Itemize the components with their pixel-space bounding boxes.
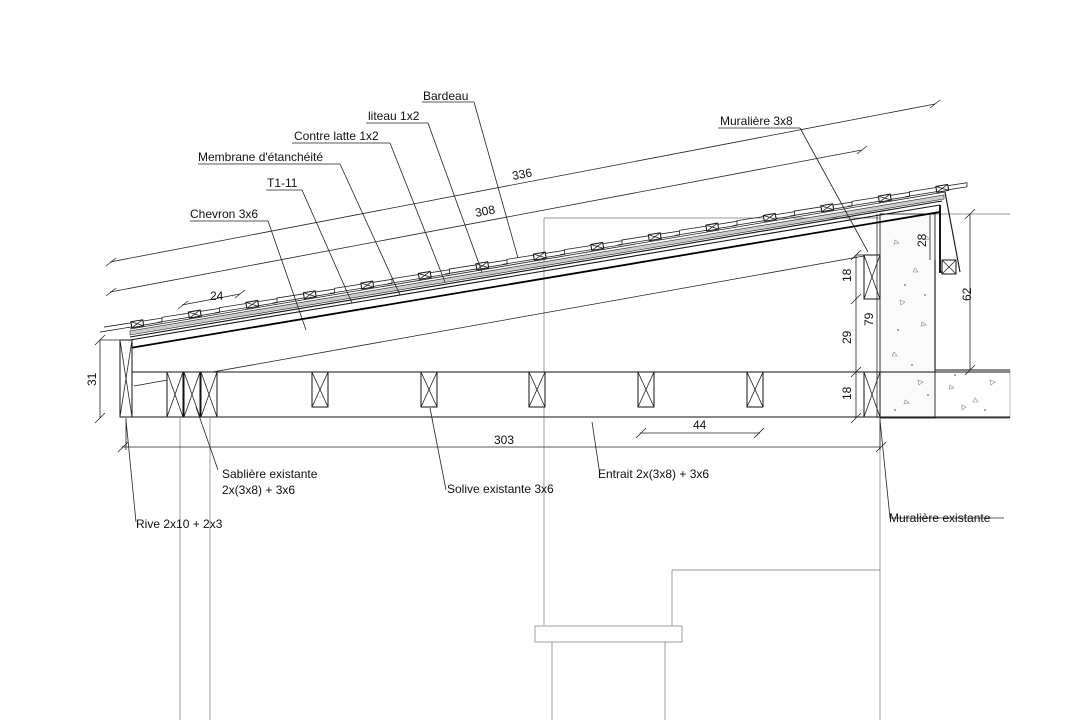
batten bbox=[360, 280, 375, 290]
batten bbox=[302, 290, 317, 300]
batten bbox=[245, 299, 260, 309]
muraliere-3x8 bbox=[863, 254, 881, 300]
dim-336: 336 bbox=[511, 165, 534, 183]
dim-308: 308 bbox=[474, 202, 497, 220]
label-sabliere-2: 2x(3x8) + 3x6 bbox=[222, 483, 295, 497]
batten bbox=[130, 319, 145, 329]
dimension-lines bbox=[94, 99, 976, 453]
roof-assembly bbox=[129, 191, 961, 387]
label-sabliere-1: Sablière existante bbox=[222, 467, 318, 481]
solive-box bbox=[637, 371, 655, 408]
label-entrait: Entrait 2x(3x8) + 3x6 bbox=[598, 467, 709, 481]
existing-building-lines bbox=[179, 213, 1010, 720]
dim-303: 303 bbox=[494, 433, 514, 447]
sabliere-box bbox=[166, 371, 184, 418]
batten bbox=[705, 222, 720, 232]
leader-lines bbox=[125, 101, 1004, 523]
dim-24: 24 bbox=[210, 289, 224, 303]
solive-box-diag2 bbox=[420, 371, 438, 408]
batten bbox=[935, 183, 950, 193]
batten bbox=[532, 251, 547, 261]
batten-diag2 bbox=[764, 213, 776, 222]
battens bbox=[130, 183, 950, 329]
batten bbox=[417, 270, 432, 280]
label-contre-latte: Contre latte 1x2 bbox=[294, 129, 379, 143]
solive-box bbox=[420, 371, 438, 408]
sabliere-boxes bbox=[166, 371, 218, 418]
solive-box-diag2 bbox=[637, 371, 655, 408]
batten-diag2 bbox=[361, 280, 373, 290]
label-liteau: liteau 1x2 bbox=[368, 109, 420, 123]
label-rive: Rive 2x10 + 2x3 bbox=[136, 517, 223, 531]
label-muraliere-3x8: Muralière 3x8 bbox=[720, 114, 793, 128]
solive-box-diag2 bbox=[311, 371, 329, 408]
sabliere-box-diag2 bbox=[166, 371, 184, 418]
batten-diag2 bbox=[419, 271, 431, 280]
dim-18-top: 18 bbox=[840, 268, 854, 282]
sabliere-box bbox=[183, 371, 201, 418]
batten-diag2 bbox=[246, 300, 258, 309]
batten bbox=[820, 203, 835, 213]
solive-box bbox=[746, 371, 764, 408]
batten-diag2 bbox=[706, 222, 718, 232]
batten bbox=[475, 261, 490, 271]
solive-boxes bbox=[311, 371, 764, 408]
batten-diag2 bbox=[591, 242, 603, 251]
masonry-wall bbox=[879, 213, 1011, 419]
dim-79: 79 bbox=[862, 312, 876, 326]
dim-18-bottom: 18 bbox=[840, 386, 854, 400]
batten-diag2 bbox=[304, 290, 316, 300]
solive-box-diag2 bbox=[528, 371, 546, 408]
ceiling-joists bbox=[120, 371, 1010, 418]
batten bbox=[590, 241, 605, 251]
sabliere-box-diag2 bbox=[200, 371, 218, 418]
batten bbox=[762, 212, 777, 222]
muraliere-existante-box bbox=[863, 371, 881, 418]
batten bbox=[647, 232, 662, 242]
label-solive: Solive existante 3x6 bbox=[447, 482, 554, 496]
batten-diag2 bbox=[476, 261, 488, 271]
dim-28: 28 bbox=[915, 233, 929, 247]
solive-box bbox=[528, 371, 546, 408]
batten-diag2 bbox=[936, 184, 948, 193]
label-chevron: Chevron 3x6 bbox=[190, 207, 258, 221]
label-t111: T1-11 bbox=[267, 176, 298, 190]
sabliere-box-diag2 bbox=[183, 371, 201, 418]
batten-diag2 bbox=[131, 319, 143, 329]
batten-diag2 bbox=[879, 193, 891, 203]
solive-box-diag2 bbox=[746, 371, 764, 408]
dim-62: 62 bbox=[960, 287, 974, 301]
rive-member bbox=[119, 339, 133, 418]
batten-diag2 bbox=[821, 203, 833, 213]
eave-small-box bbox=[941, 259, 957, 275]
label-membrane: Membrane d'étanchéité bbox=[198, 150, 323, 164]
dim-44: 44 bbox=[693, 418, 707, 432]
solive-box bbox=[311, 371, 329, 408]
label-muraliere-existante: Muralière existante bbox=[889, 511, 991, 525]
batten bbox=[877, 193, 892, 203]
dim-31: 31 bbox=[85, 372, 99, 386]
batten-diag2 bbox=[189, 309, 201, 319]
batten-diag2 bbox=[649, 232, 661, 242]
batten-diag2 bbox=[534, 251, 546, 261]
dim-29: 29 bbox=[840, 330, 854, 344]
batten bbox=[187, 309, 202, 319]
label-bardeau: Bardeau bbox=[423, 89, 468, 103]
sabliere-box bbox=[200, 371, 218, 418]
